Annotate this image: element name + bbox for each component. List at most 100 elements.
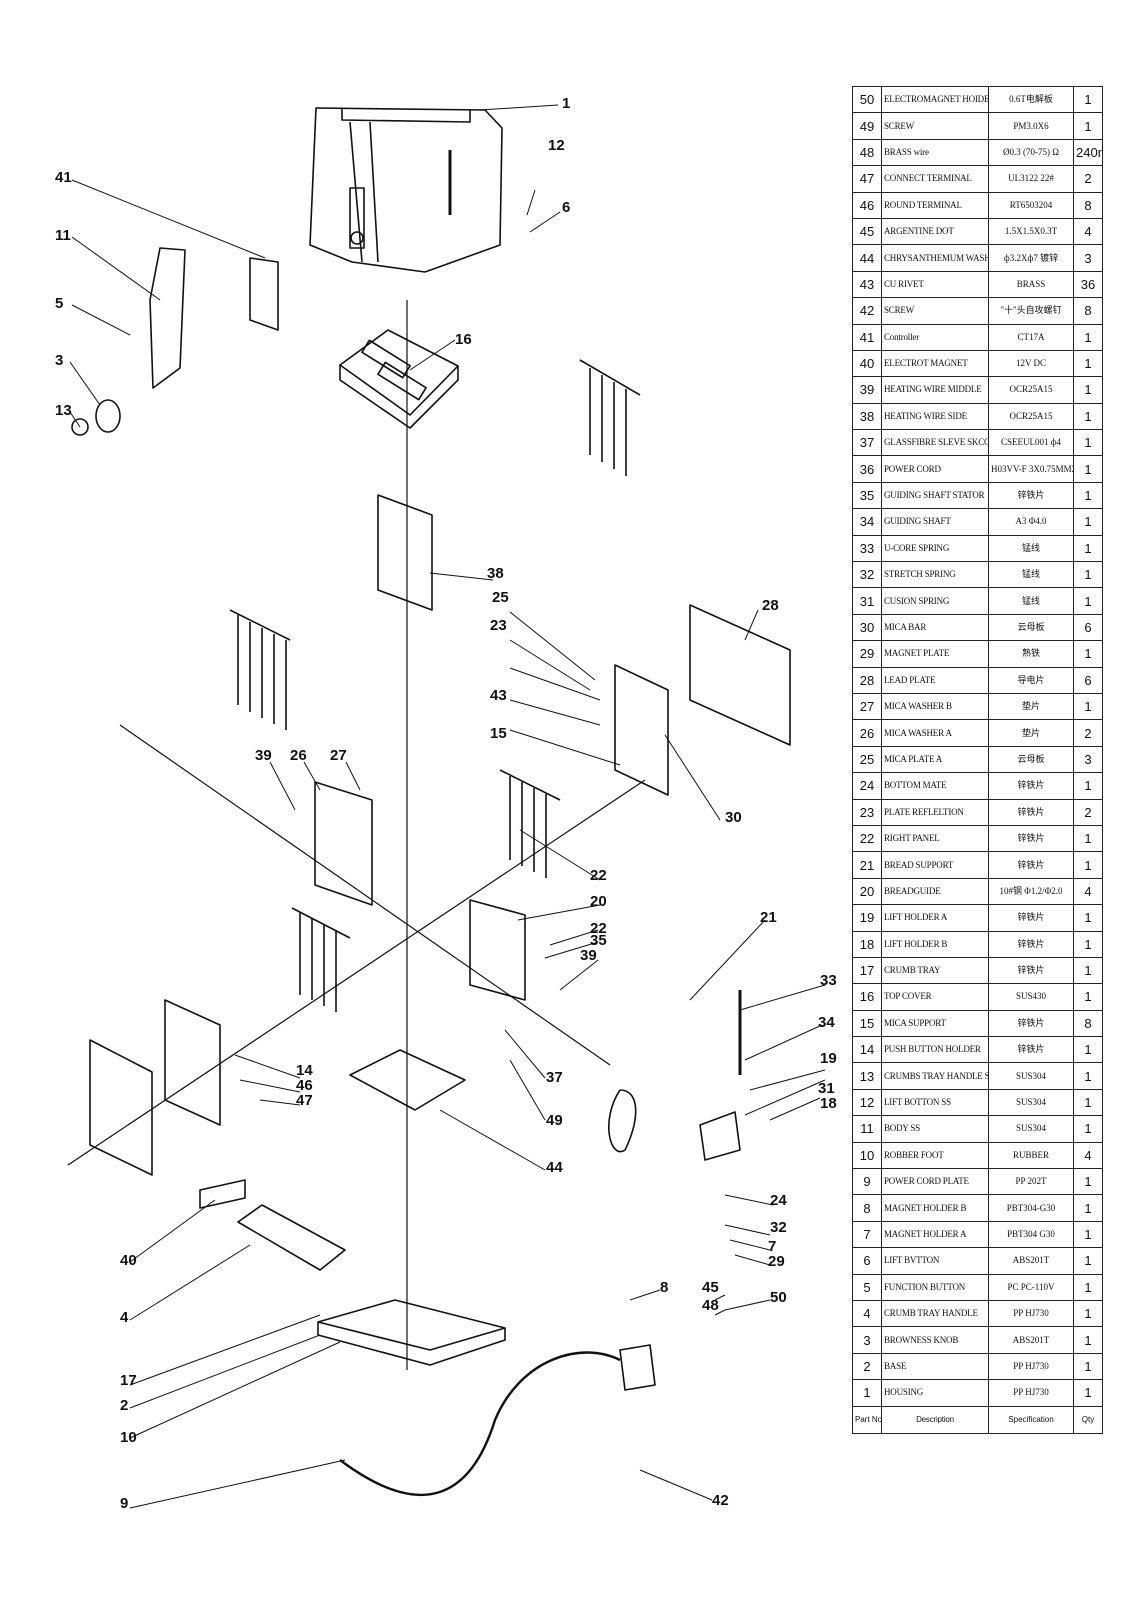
- callout-number: 2: [120, 1397, 128, 1414]
- parts-cell-no: 34: [852, 508, 882, 536]
- parts-cell-qty: 2: [1073, 798, 1103, 826]
- parts-cell-spec: RT6503204: [988, 191, 1074, 219]
- parts-cell-qty: 1: [1073, 429, 1103, 457]
- parts-cell-qty: 1: [1073, 1273, 1103, 1301]
- parts-cell-spec: 云母板: [988, 613, 1074, 642]
- parts-cell-spec: 锌铁片: [988, 798, 1074, 826]
- callout-number: 26: [290, 747, 307, 764]
- parts-cell-qty: 1: [1073, 85, 1103, 114]
- parts-cell-desc: BRASS wire: [881, 138, 989, 167]
- callout-number: 41: [55, 169, 72, 186]
- parts-cell-desc: GUIDING SHAFT: [881, 508, 989, 536]
- parts-cell-spec: 锰线: [988, 534, 1074, 563]
- parts-cell-qty: 1: [1073, 1379, 1103, 1407]
- parts-cell-qty: 1: [1073, 1299, 1103, 1328]
- parts-cell-no: 17: [852, 956, 882, 985]
- parts-cell-desc: BODY SS: [881, 1115, 989, 1143]
- callout-number: 15: [490, 725, 507, 742]
- callout-number: 33: [820, 972, 837, 989]
- parts-cell-qty: 1: [1073, 587, 1103, 615]
- parts-cell-desc: CRUMB TRAY HANDLE: [881, 1299, 989, 1328]
- parts-cell-spec: PBT304-G30: [988, 1194, 1074, 1222]
- parts-cell-qty: 1: [1073, 561, 1103, 589]
- parts-cell-desc: HOUSING: [881, 1379, 989, 1407]
- callout-number: 34: [818, 1014, 835, 1031]
- parts-cell-desc: BOTTOM MATE: [881, 772, 989, 800]
- parts-cell-no: 48: [852, 138, 882, 167]
- parts-cell-no: 9: [852, 1168, 882, 1196]
- parts-cell-spec: SUS304: [988, 1088, 1074, 1117]
- parts-cell-spec: 1.5X1.5X0.3T: [988, 217, 1074, 246]
- callout-number: 37: [546, 1069, 563, 1086]
- parts-cell-qty: 4: [1073, 217, 1103, 246]
- parts-cell-no: 35: [852, 481, 882, 510]
- callout-number: 39: [255, 747, 272, 764]
- parts-cell-no: 44: [852, 244, 882, 272]
- callout-number: 28: [762, 597, 779, 614]
- parts-cell-qty: 1: [1073, 1115, 1103, 1143]
- parts-cell-no: 28: [852, 666, 882, 694]
- parts-cell-spec: SUS304: [988, 1062, 1074, 1090]
- parts-cell-spec: 锌铁片: [988, 772, 1074, 800]
- parts-cell-desc: CHRYSANTHEMUM WASHER: [881, 244, 989, 272]
- parts-cell-no: 12: [852, 1088, 882, 1117]
- callout-number: 11: [55, 227, 71, 244]
- parts-cell-desc: CRUMB TRAY: [881, 956, 989, 985]
- parts-cell-no: 5: [852, 1273, 882, 1301]
- parts-cell-desc: LIFT BOTTON SS: [881, 1088, 989, 1117]
- parts-cell-spec: UL3122 22#: [988, 165, 1074, 193]
- parts-cell-desc: RIGHT PANEL: [881, 824, 989, 853]
- parts-cell-no: 22: [852, 824, 882, 853]
- parts-cell-no: 37: [852, 429, 882, 457]
- parts-cell-desc: U-CORE SPRING: [881, 534, 989, 563]
- callout-number: 14: [296, 1062, 313, 1079]
- callout-number: 16: [455, 331, 472, 348]
- callout-number: 39: [580, 947, 597, 964]
- parts-cell-qty: 1: [1073, 376, 1103, 404]
- callout-number: 48: [702, 1297, 719, 1314]
- parts-cell-spec: ф3.2Xф7 镀锌: [988, 244, 1074, 272]
- parts-cell-no: 11: [852, 1115, 882, 1143]
- parts-cell-qty: 1: [1073, 772, 1103, 800]
- parts-cell-qty: 8: [1073, 191, 1103, 219]
- parts-cell-spec: ABS201T: [988, 1247, 1074, 1275]
- callout-number: 27: [330, 747, 347, 764]
- parts-cell-spec: 熟铁: [988, 640, 1074, 668]
- parts-cell-spec: SUS430: [988, 983, 1074, 1011]
- parts-header-desc: Description: [881, 1405, 989, 1434]
- parts-cell-desc: BROWNESS KNOB: [881, 1326, 989, 1354]
- parts-header-qty: Qty: [1073, 1405, 1103, 1434]
- parts-cell-no: 20: [852, 877, 882, 906]
- parts-cell-desc: MICA BAR: [881, 613, 989, 642]
- parts-cell-no: 23: [852, 798, 882, 826]
- parts-cell-desc: BREADGUIDE: [881, 877, 989, 906]
- parts-cell-desc: LIFT BVTTON: [881, 1247, 989, 1275]
- parts-cell-no: 2: [852, 1352, 882, 1381]
- parts-cell-desc: ELECTROT MAGNET: [881, 349, 989, 378]
- parts-cell-spec: 垫片: [988, 719, 1074, 747]
- parts-cell-qty: 1: [1073, 640, 1103, 668]
- parts-cell-spec: PBT304 G30: [988, 1220, 1074, 1249]
- parts-cell-qty: 1: [1073, 112, 1103, 140]
